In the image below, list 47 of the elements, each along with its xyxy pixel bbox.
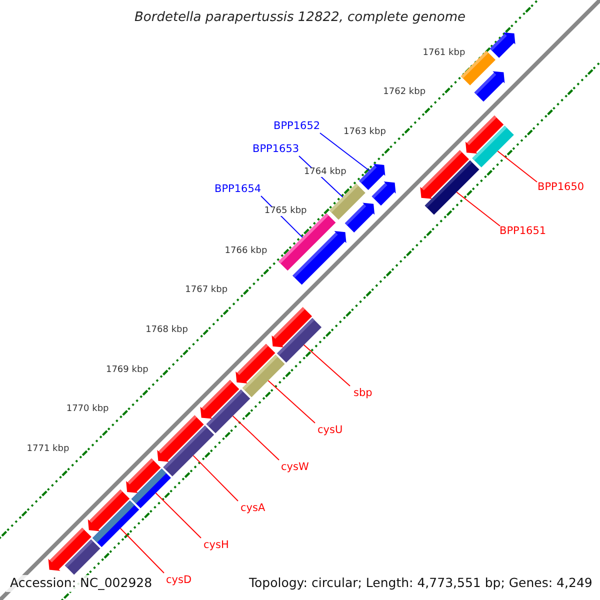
scale-label: 1762 kbp: [383, 88, 426, 98]
gene-label: sbp: [354, 388, 372, 398]
gene-block: [242, 354, 285, 398]
gene-block: [424, 160, 480, 215]
scale-label: 1767 kbp: [185, 286, 228, 296]
gene-block: [163, 426, 214, 476]
gene-block: [206, 389, 250, 434]
leader-line: [268, 380, 316, 424]
map-title: Bordetella parapertussis 12822, complete genome: [134, 11, 466, 24]
gene-block: [472, 126, 514, 168]
gene-block: [359, 164, 386, 190]
gene-block: [372, 182, 396, 206]
scale-label: 1771 kbp: [26, 444, 70, 454]
gene-label: cysH: [204, 540, 229, 550]
scale-label: 1765 kbp: [264, 207, 307, 216]
gene-label: BPP1654: [214, 184, 262, 194]
scale-label: 1769 kbp: [106, 366, 148, 374]
leader-line: [192, 455, 238, 502]
gene-block: [92, 500, 140, 548]
leader-line: [456, 192, 500, 226]
leader-line: [232, 415, 280, 460]
gene-block: [292, 231, 346, 285]
gene-label: cysW: [281, 462, 309, 472]
scale-label: 1764 kbp: [304, 168, 346, 176]
gene-label: cysA: [240, 502, 266, 513]
leader-line: [120, 528, 164, 574]
scale-label: 1761 kbp: [422, 48, 466, 58]
leader-line: [303, 344, 350, 386]
scale-label: 1763 kbp: [344, 128, 386, 137]
gene-block: [64, 539, 100, 575]
gene-label: BPP1653: [252, 144, 300, 154]
gene-label: cysD: [166, 574, 192, 585]
gene-block: [277, 318, 322, 363]
gene-label: BPP1650: [538, 182, 584, 192]
leader-line: [155, 492, 202, 538]
leader-line: [497, 150, 538, 182]
gene-block: [344, 202, 375, 232]
gene-label: cysU: [318, 424, 343, 435]
gene-block: [131, 468, 171, 508]
leader-line: [320, 132, 370, 172]
gene-label: BPP1652: [274, 120, 320, 131]
gene-label: BPP1651: [500, 226, 546, 236]
gene-block: [474, 71, 505, 102]
scale-label: 1770 kbp: [66, 405, 109, 414]
scale-label: 1768 kbp: [146, 326, 188, 335]
scale-label: 1766 kbp: [224, 246, 268, 256]
gene-block: [490, 32, 516, 58]
